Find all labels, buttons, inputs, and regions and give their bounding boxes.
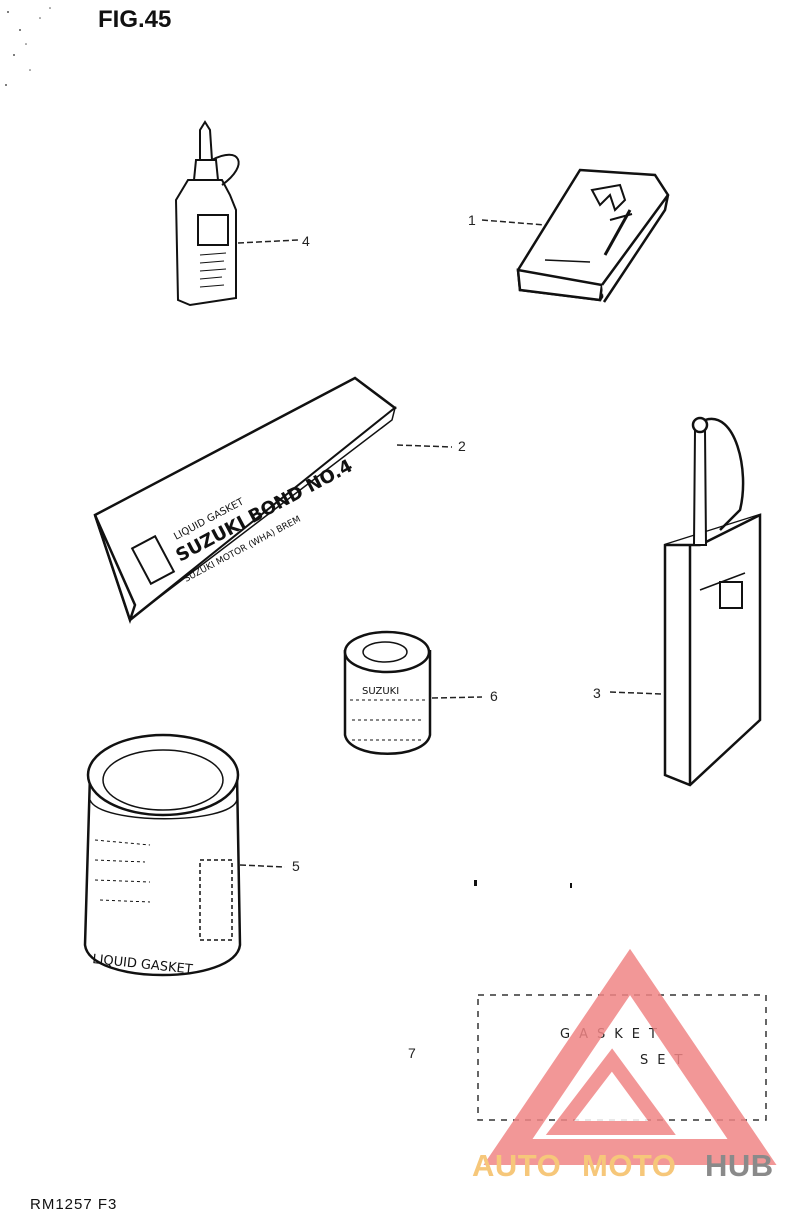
callout-3: 3 xyxy=(593,685,601,701)
callout-2: 2 xyxy=(458,438,466,454)
callout-6: 6 xyxy=(490,688,498,704)
drawing-code: RM1257 F3 xyxy=(30,1196,118,1213)
callout-7: 7 xyxy=(408,1045,416,1061)
leader-line-6 xyxy=(431,696,483,699)
part-5-large-can xyxy=(83,733,242,977)
leader-line-4 xyxy=(237,239,299,244)
scan-noise xyxy=(5,7,51,86)
leader-line-3 xyxy=(609,691,663,695)
part-4-bottle xyxy=(174,120,240,307)
scan-marks xyxy=(474,880,572,888)
leader-line-5 xyxy=(239,864,286,868)
watermark-text-auto: AUTO xyxy=(472,1148,561,1183)
can6-label: SUZUKI xyxy=(362,686,399,697)
part-2-bond-box xyxy=(93,376,398,624)
callout-1: 1 xyxy=(468,212,476,228)
figure-title: FIG.45 xyxy=(98,6,172,33)
leader-line-1 xyxy=(481,219,546,226)
watermark-text-moto: MOTO xyxy=(582,1148,676,1183)
part-3-tall-package xyxy=(663,416,762,787)
watermark-logo xyxy=(483,948,777,1165)
leader-line-2 xyxy=(396,444,453,448)
part-6-small-can xyxy=(343,630,432,755)
callout-5: 5 xyxy=(292,858,300,874)
part-1-gasket-box xyxy=(516,168,670,303)
callout-4: 4 xyxy=(302,233,310,249)
watermark-text-hub: HUB xyxy=(705,1148,774,1183)
